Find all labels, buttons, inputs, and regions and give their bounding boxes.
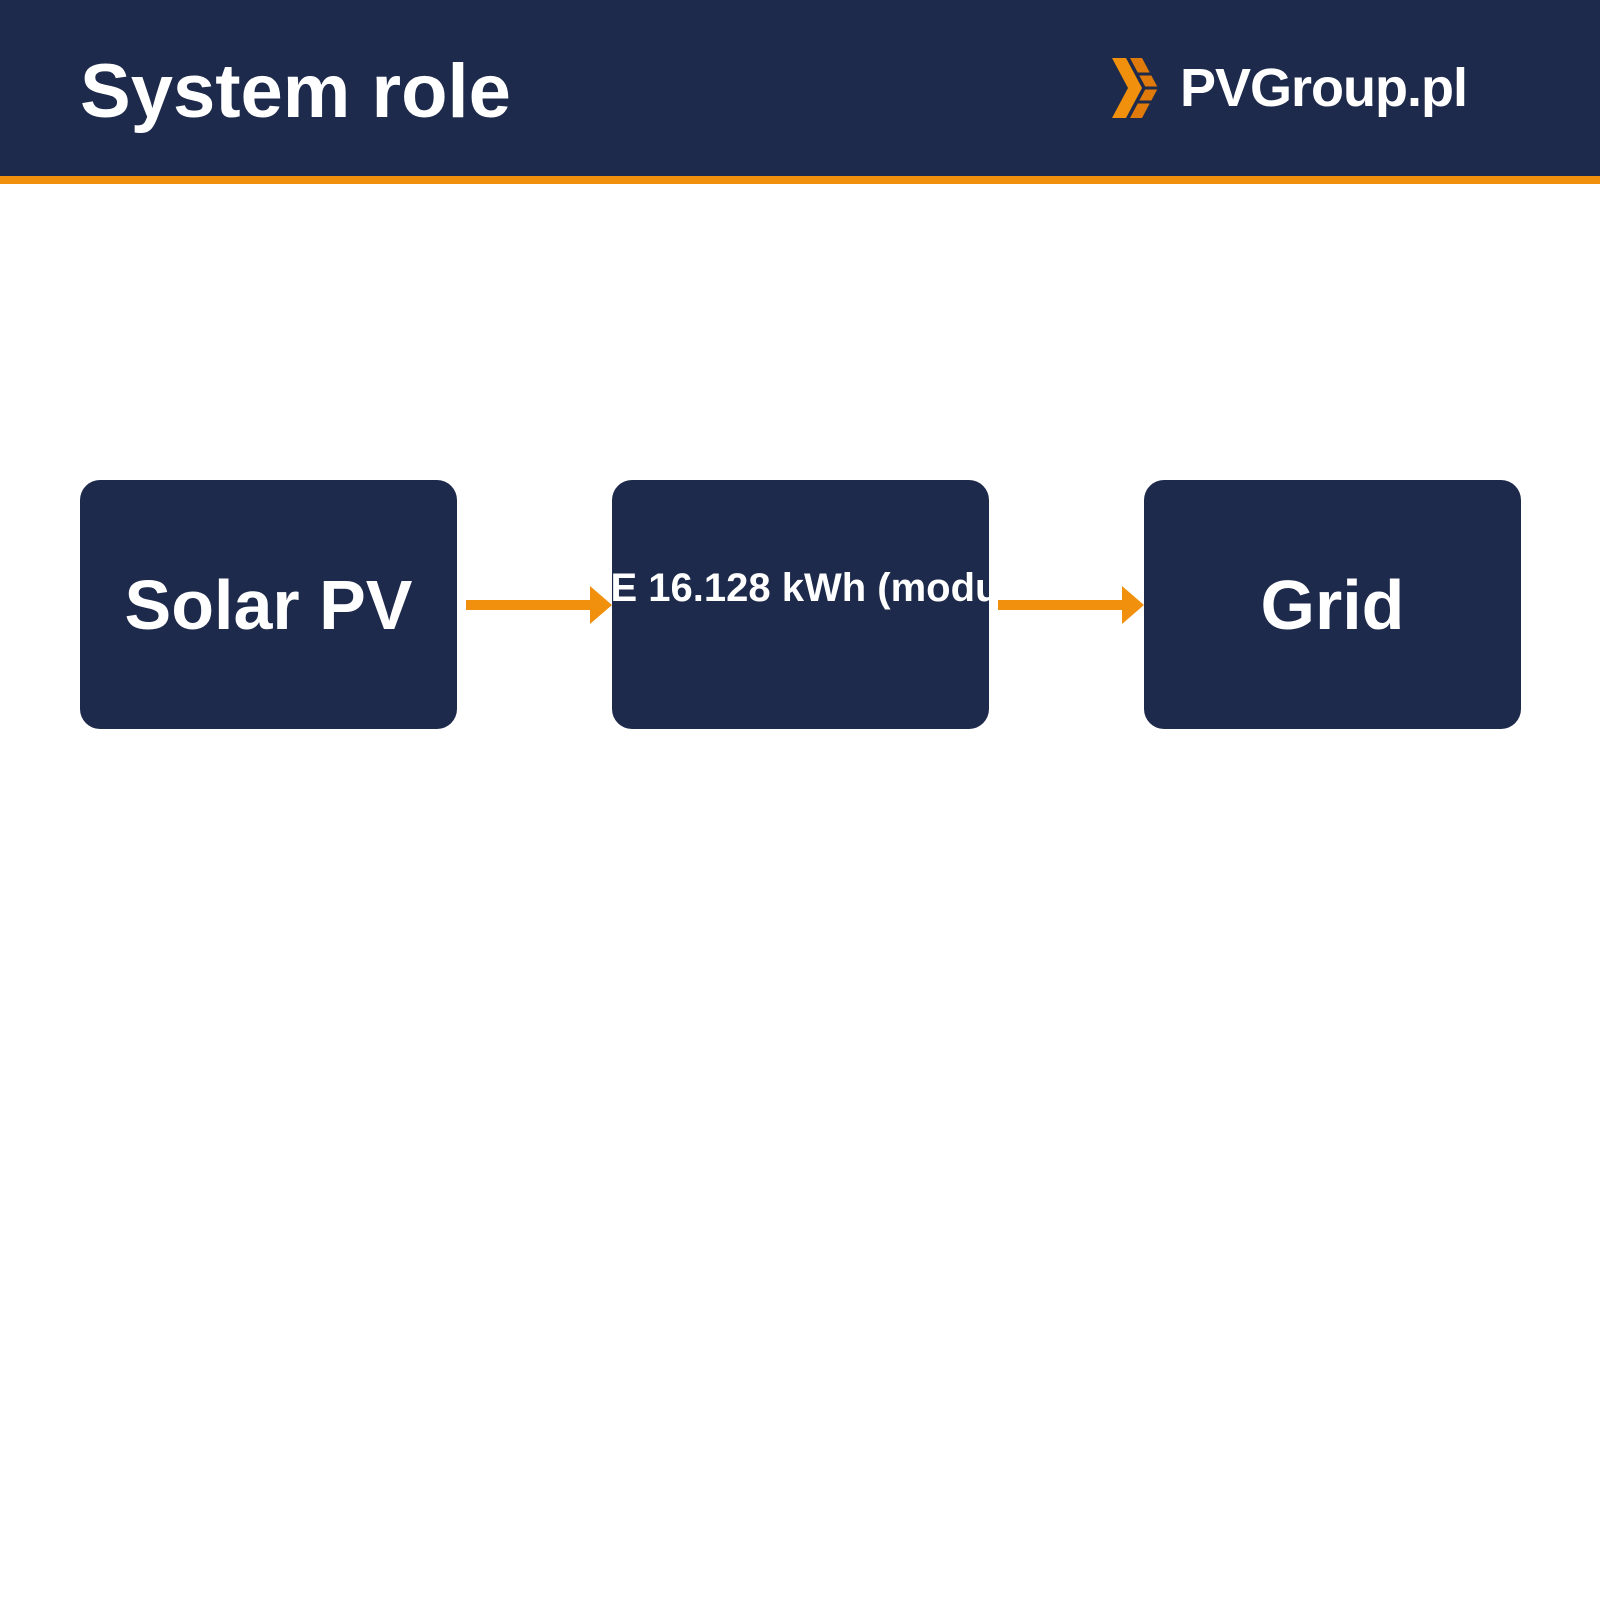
node-label: Grid <box>1260 565 1405 644</box>
node-label: Solar PV <box>124 565 413 644</box>
brand-logo[interactable]: PVGroup.pl <box>1112 58 1468 118</box>
pvgroup-chevron-logo-icon <box>1112 58 1160 118</box>
brand-name: PVGroup.pl <box>1180 58 1468 118</box>
page-title: System role <box>80 49 511 134</box>
header-accent-rule <box>0 176 1600 184</box>
header-bar <box>0 0 1600 176</box>
node-grid: Grid <box>1144 480 1521 729</box>
node-label: ASE 16.128 kWh (module) <box>612 566 989 610</box>
arrow-right-icon <box>466 586 612 624</box>
node-solar-pv: Solar PV <box>80 480 457 729</box>
arrow-right-icon <box>998 586 1144 624</box>
node-battery-module: ASE 16.128 kWh (module) <box>612 480 989 729</box>
